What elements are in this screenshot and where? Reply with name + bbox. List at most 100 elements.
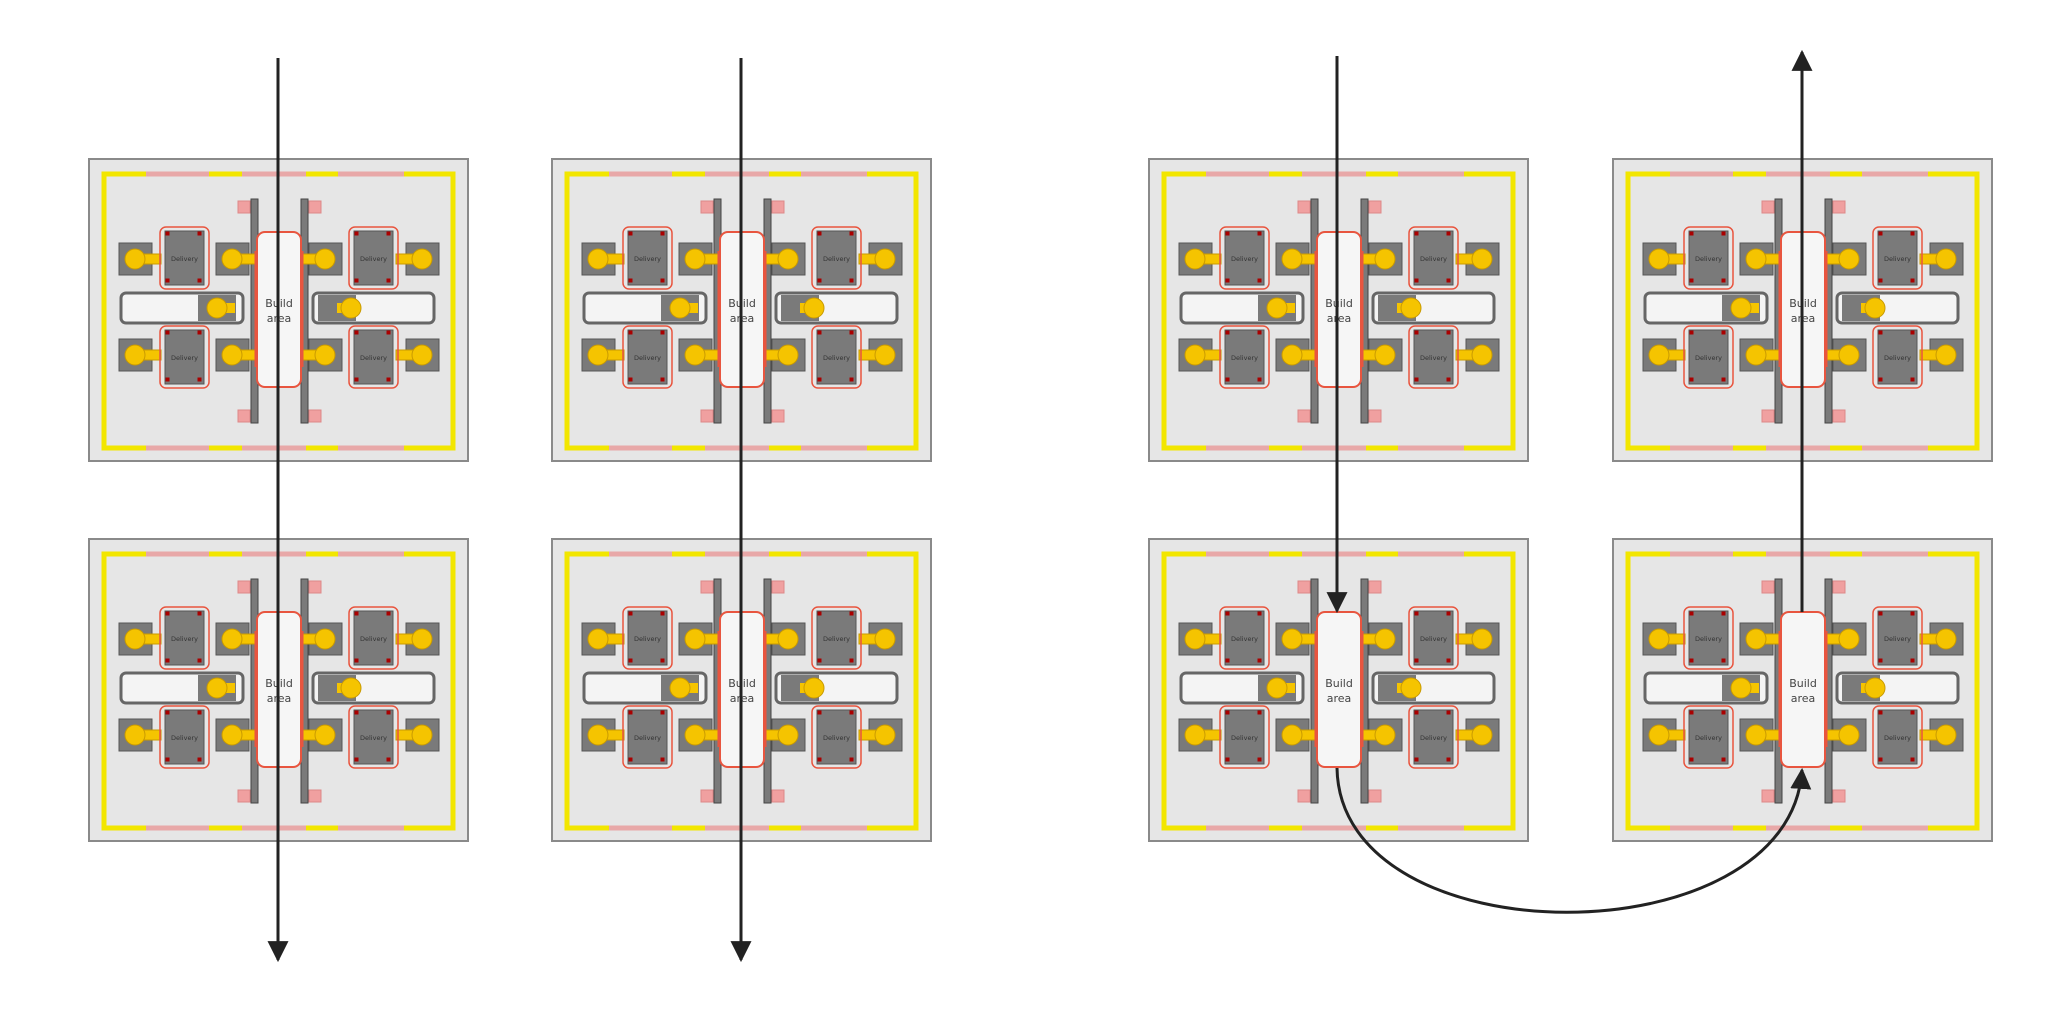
robot-icon: [1400, 297, 1422, 319]
delivery-station: [353, 709, 394, 765]
delivery-station: [1413, 709, 1454, 765]
delivery-label: Delivery: [1231, 354, 1258, 362]
delivery-highlight: [1683, 705, 1734, 769]
build-area-label: Build: [1325, 297, 1353, 310]
corner-marker: [197, 710, 202, 715]
delivery-station: [1224, 230, 1265, 286]
corner-marker: [354, 231, 359, 236]
robot-icon: [669, 297, 691, 319]
robot-icon: [411, 344, 433, 366]
corner-marker: [1878, 231, 1883, 236]
delivery-label: Delivery: [634, 734, 661, 742]
robot-icon: [1184, 248, 1206, 270]
delivery-station: [816, 230, 857, 286]
robot-icon: [124, 248, 146, 270]
robot-icon: [587, 628, 609, 650]
corner-marker: [849, 231, 854, 236]
corner-marker: [1225, 278, 1230, 283]
corner-marker: [1225, 330, 1230, 335]
robot-icon: [1935, 724, 1957, 746]
robot-icon: [221, 724, 243, 746]
robot-icon: [1935, 248, 1957, 270]
delivery-station: [1224, 709, 1265, 765]
delivery-label: Delivery: [1420, 255, 1447, 263]
corner-marker: [1878, 330, 1883, 335]
flow-arrow-u-turn: [1335, 767, 1812, 914]
corner-marker: [628, 377, 633, 382]
delivery-highlight: [1872, 226, 1923, 290]
corner-marker: [1689, 611, 1694, 616]
corner-marker: [660, 231, 665, 236]
robot-icon: [411, 724, 433, 746]
rail-end-marker: [308, 580, 322, 594]
robot-icon: [411, 628, 433, 650]
delivery-label: Delivery: [360, 635, 387, 643]
robot-icon: [314, 344, 336, 366]
corner-marker: [1257, 330, 1262, 335]
corner-marker: [1721, 757, 1726, 762]
robot-icon: [1266, 297, 1288, 319]
corner-marker: [1689, 231, 1694, 236]
delivery-station: [164, 610, 205, 666]
rail-end-marker: [237, 789, 251, 803]
delivery-station: [627, 230, 668, 286]
corner-marker: [1878, 710, 1883, 715]
robot-icon: [314, 724, 336, 746]
delivery-highlight: [622, 705, 673, 769]
corner-marker: [1257, 611, 1262, 616]
cells-group: DeliveryDeliveryDeliveryDeliveryBuildare…: [88, 158, 1993, 842]
corner-marker: [197, 611, 202, 616]
delivery-station: [627, 709, 668, 765]
corner-marker: [1878, 278, 1883, 283]
delivery-label: Delivery: [634, 635, 661, 643]
corner-marker: [1721, 330, 1726, 335]
corner-marker: [1721, 377, 1726, 382]
robot-icon: [1745, 248, 1767, 270]
delivery-station: [1413, 610, 1454, 666]
robot-icon: [587, 344, 609, 366]
corner-marker: [1446, 658, 1451, 663]
corner-marker: [1225, 710, 1230, 715]
corner-marker: [660, 278, 665, 283]
robot-icon: [1400, 677, 1422, 699]
delivery-label: Delivery: [1695, 635, 1722, 643]
corner-marker: [1910, 377, 1915, 382]
corner-marker: [197, 377, 202, 382]
corner-marker: [1446, 330, 1451, 335]
delivery-highlight: [1219, 705, 1270, 769]
corner-marker: [1225, 611, 1230, 616]
corner-marker: [660, 658, 665, 663]
rail-end-marker: [771, 789, 785, 803]
robot-icon: [684, 344, 706, 366]
delivery-highlight: [811, 325, 862, 389]
corner-marker: [849, 330, 854, 335]
robot-icon: [1648, 628, 1670, 650]
delivery-highlight: [1872, 325, 1923, 389]
corner-marker: [354, 377, 359, 382]
corner-marker: [197, 757, 202, 762]
robot-icon: [206, 677, 228, 699]
delivery-highlight: [1408, 226, 1459, 290]
delivery-highlight: [159, 705, 210, 769]
corner-marker: [354, 278, 359, 283]
corner-marker: [354, 330, 359, 335]
corner-marker: [1689, 658, 1694, 663]
build-area-label: Build: [1789, 677, 1817, 690]
rail-end-marker: [237, 409, 251, 423]
robot-icon: [1374, 724, 1396, 746]
delivery-label: Delivery: [1231, 734, 1258, 742]
corner-marker: [1910, 278, 1915, 283]
delivery-label: Delivery: [1420, 354, 1447, 362]
rail-end-marker: [1832, 580, 1846, 594]
robot-icon: [669, 677, 691, 699]
delivery-label: Delivery: [823, 635, 850, 643]
robot-icon: [1374, 344, 1396, 366]
corner-marker: [1721, 710, 1726, 715]
corner-marker: [628, 278, 633, 283]
corner-marker: [165, 278, 170, 283]
robot-icon: [1648, 344, 1670, 366]
robot-icon: [314, 248, 336, 270]
corner-marker: [1446, 611, 1451, 616]
delivery-label: Delivery: [1231, 255, 1258, 263]
corner-marker: [1721, 658, 1726, 663]
